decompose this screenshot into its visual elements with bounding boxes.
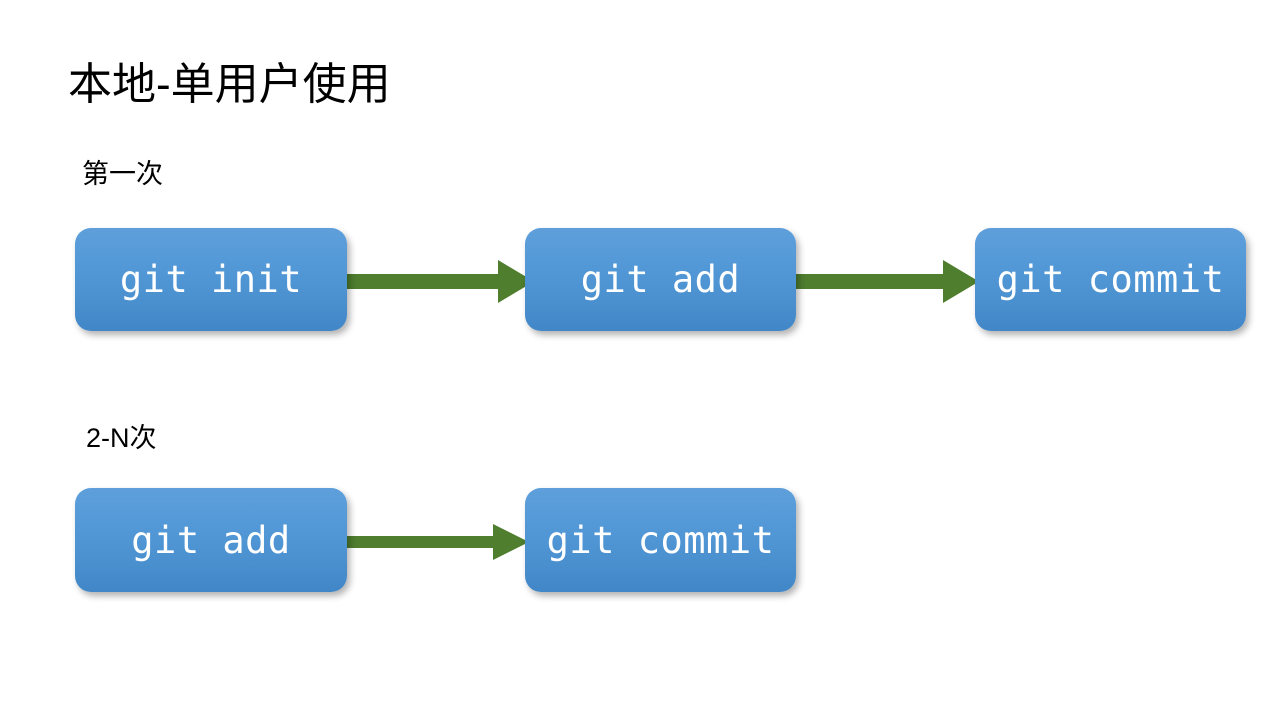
flow-step-git-add-repeat[interactable]: git add: [75, 488, 347, 592]
flow-step-label: git commit: [546, 518, 775, 562]
flow-step-label: git commit: [996, 258, 1225, 301]
arrow-right-icon: [794, 260, 979, 303]
flow-step-git-add[interactable]: git add: [525, 228, 796, 331]
flow-step-label: git add: [580, 258, 741, 301]
section-label-repeat: 2-N次: [86, 423, 157, 453]
section-label-first: 第一次: [82, 159, 163, 189]
flow-step-label: git init: [119, 258, 303, 301]
flow-step-git-commit[interactable]: git commit: [975, 228, 1246, 331]
flow-step-git-commit-repeat[interactable]: git commit: [525, 488, 796, 592]
page-title: 本地-单用户使用: [68, 60, 391, 109]
flow-step-label: git add: [131, 518, 291, 562]
arrow-right-icon: [344, 260, 534, 303]
arrow-right-icon: [344, 524, 529, 560]
flow-step-git-init[interactable]: git init: [75, 228, 347, 331]
